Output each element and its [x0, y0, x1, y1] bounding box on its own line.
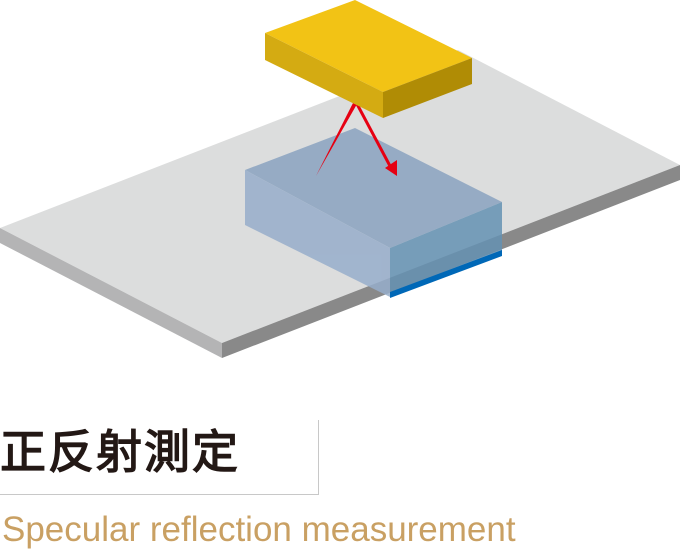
sample-right-face [390, 202, 502, 297]
sample-block [245, 128, 502, 297]
title-japanese: 正反射測定 [0, 425, 240, 479]
reflected-beam [355, 103, 392, 167]
sample-top-face [245, 128, 502, 248]
sample-left-face [245, 170, 390, 297]
arrow-head-icon [385, 160, 397, 176]
sensor-top-face [265, 0, 472, 92]
sensor-head [265, 0, 472, 118]
title-frame [0, 420, 319, 495]
sample-bottom-edge [390, 250, 502, 298]
sensor-right-face [383, 58, 472, 118]
specular-reflection-illustration [0, 0, 680, 358]
plate-left-side [0, 228, 222, 358]
sensor-left-face [265, 33, 383, 118]
incident-beam [316, 103, 357, 176]
light-beams [316, 103, 397, 176]
title-english: Specular reflection measurement [2, 510, 516, 549]
